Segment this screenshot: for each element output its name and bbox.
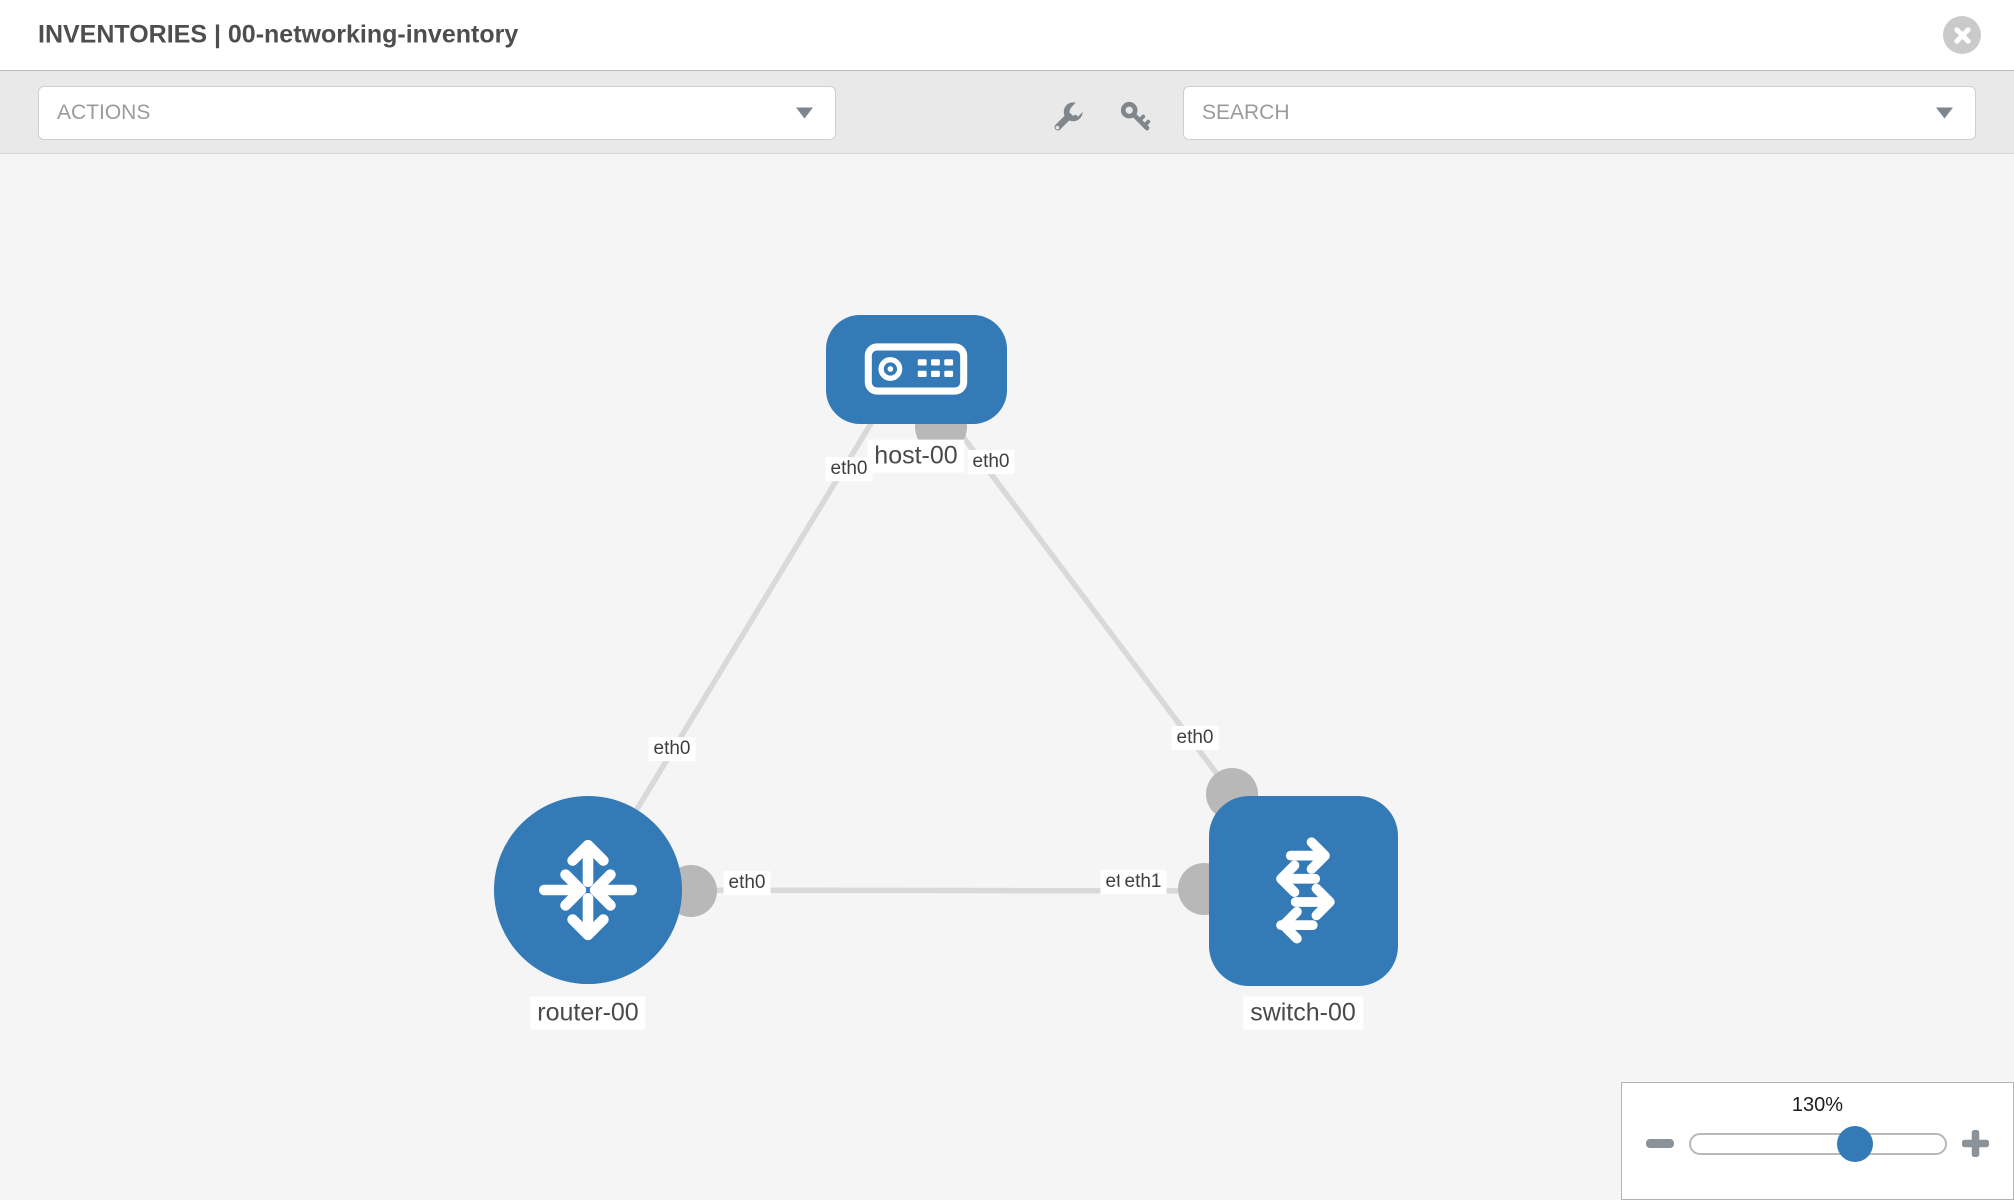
header: INVENTORIES | 00-networking-inventory bbox=[0, 0, 2014, 71]
zoom-out-button[interactable] bbox=[1646, 1139, 1674, 1148]
interface-label: eth0 bbox=[825, 457, 873, 481]
node-switch-00[interactable] bbox=[1208, 796, 1398, 986]
router-icon bbox=[539, 839, 637, 941]
interface-label: eth0 bbox=[967, 450, 1015, 474]
interface-label: eth1 bbox=[1119, 870, 1167, 894]
wrench-button[interactable] bbox=[1050, 100, 1085, 135]
node-label: host-00 bbox=[867, 439, 965, 473]
plus-icon bbox=[1962, 1130, 1989, 1157]
wrench-icon bbox=[1050, 100, 1085, 135]
zoom-slider-handle[interactable] bbox=[1836, 1125, 1873, 1162]
zoom-slider-track[interactable] bbox=[1689, 1125, 1947, 1162]
node-label: router-00 bbox=[530, 996, 646, 1030]
topology-link-router-00--host-00 bbox=[585, 400, 887, 892]
chevron-down-icon bbox=[796, 107, 813, 119]
interface-label: eth0 bbox=[648, 737, 696, 761]
close-icon bbox=[1953, 26, 1972, 45]
switch-icon bbox=[1276, 837, 1335, 944]
interface-label: eth0 bbox=[723, 871, 771, 895]
page-title: INVENTORIES | 00-networking-inventory bbox=[38, 20, 519, 49]
host-icon bbox=[864, 343, 968, 395]
actions-dropdown[interactable]: ACTIONS bbox=[38, 86, 836, 140]
node-host-00[interactable] bbox=[825, 314, 1007, 424]
actions-dropdown-label: ACTIONS bbox=[57, 101, 151, 124]
zoom-level-label: 130% bbox=[1791, 1094, 1844, 1116]
key-button[interactable] bbox=[1119, 100, 1153, 134]
search-dropdown[interactable]: SEARCH bbox=[1183, 86, 1976, 140]
node-router-00[interactable] bbox=[494, 796, 682, 984]
search-dropdown-label: SEARCH bbox=[1202, 101, 1290, 124]
toolbar: ACTIONS bbox=[0, 71, 2014, 154]
node-label: switch-00 bbox=[1243, 996, 1363, 1030]
minus-icon bbox=[1646, 1139, 1674, 1148]
topology-links-layer bbox=[585, 387, 1304, 917]
close-button[interactable] bbox=[1943, 16, 1981, 54]
zoom-panel: 130% bbox=[1621, 1082, 2014, 1200]
key-icon bbox=[1119, 100, 1153, 134]
chevron-down-icon bbox=[1936, 107, 1953, 119]
interface-label: eth0 bbox=[1171, 726, 1219, 750]
topology-canvas[interactable]: host-00 router-00 switch-00 eth0 eth0 eth0 eth… bbox=[0, 154, 2014, 1200]
zoom-in-button[interactable] bbox=[1962, 1130, 1989, 1157]
